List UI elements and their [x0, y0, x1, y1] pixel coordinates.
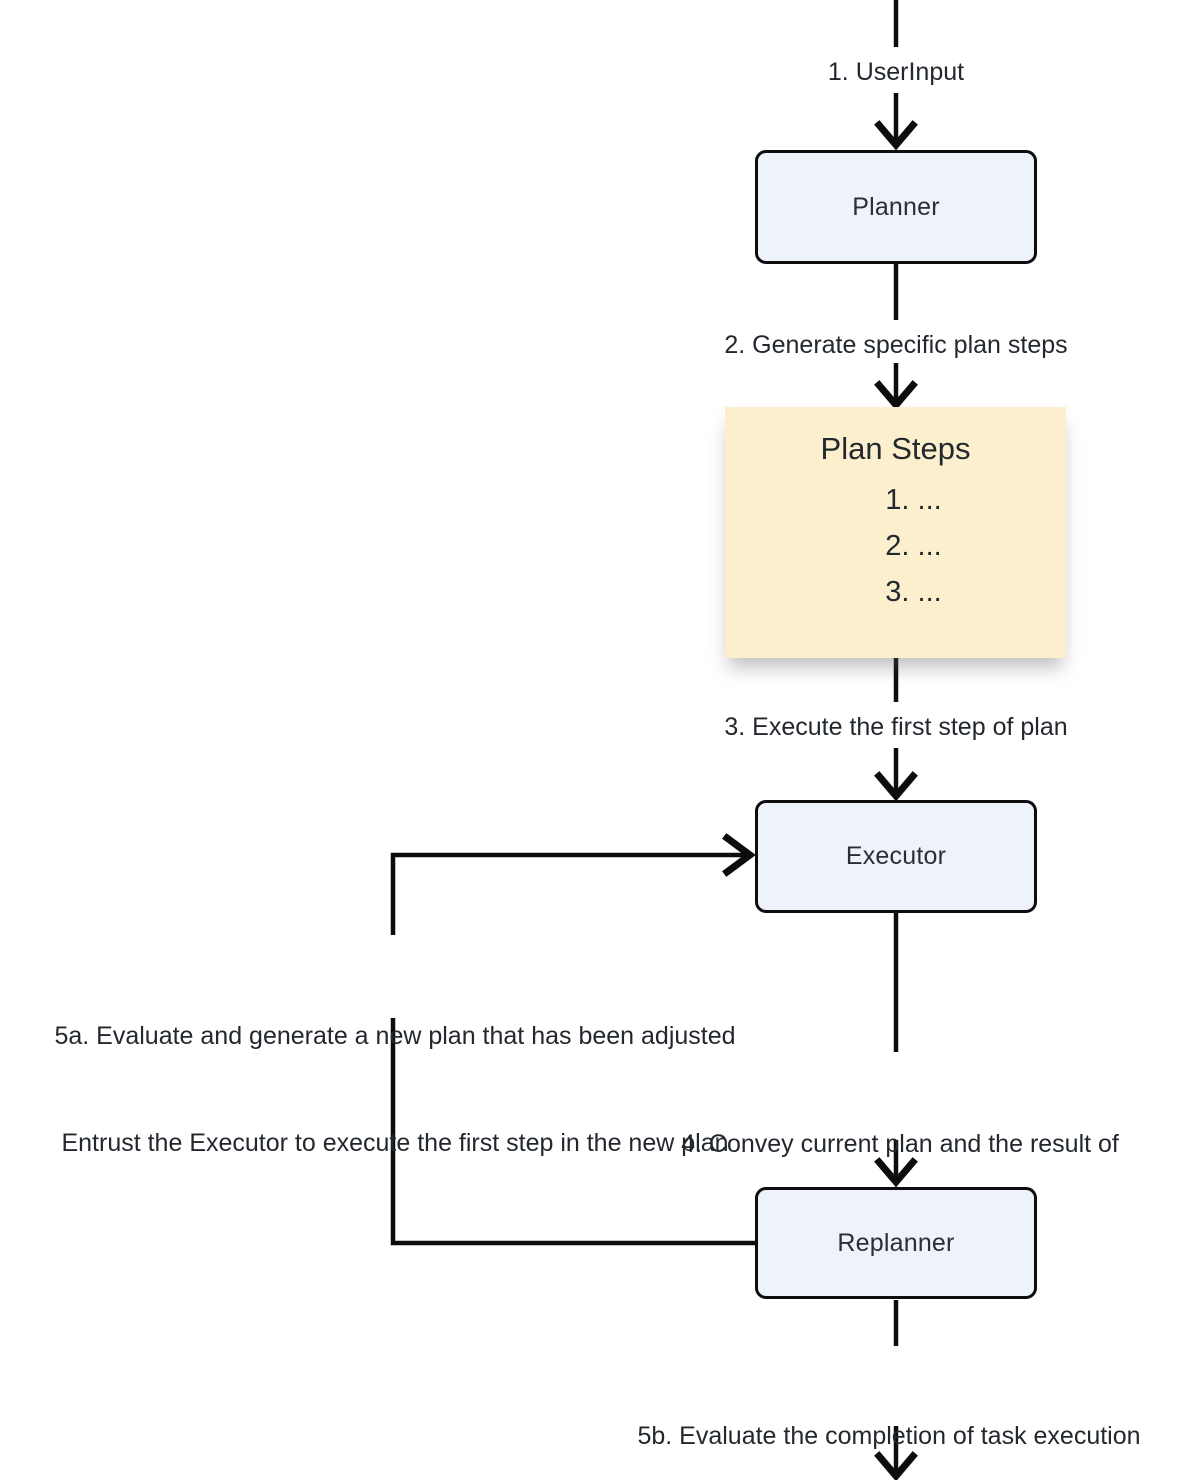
edge-label-execute-first-step: 3. Execute the first step of plan	[724, 713, 1068, 741]
edge-label-replan-loop-line1: 5a. Evaluate and generate a new plan tha…	[54, 1022, 736, 1050]
node-executor[interactable]: Executor	[755, 800, 1037, 913]
wire-replanner-loop-upper	[390, 852, 745, 935]
edge-label-finish-line1: 5b. Evaluate the completion of task exec…	[637, 1422, 1141, 1450]
plan-steps-title: Plan Steps	[820, 431, 971, 466]
edge-label-replan-loop-line2: Entrust the Executor to execute the firs…	[61, 1128, 729, 1157]
arrowhead-into-plansteps	[874, 380, 918, 411]
arrowhead-into-executor-top	[874, 771, 918, 802]
node-planner-label: Planner	[852, 192, 940, 221]
plan-step-item: 3. ...	[885, 575, 942, 608]
edge-label-convey-result-line1: 4. Convey current plan and the result of	[681, 1130, 1119, 1158]
plan-step-item: 1. ...	[885, 484, 942, 516]
node-replanner[interactable]: Replanner	[755, 1187, 1037, 1299]
node-executor-label: Executor	[845, 842, 947, 870]
node-replanner-label: Replanner	[837, 1228, 955, 1257]
arrowhead-into-executor-left	[722, 833, 756, 877]
edge-label-user-input: 1. UserInput	[827, 58, 965, 86]
edge-label-replan-loop: 5a. Evaluate and generate a new plan tha…	[0, 948, 790, 1232]
edge-label-finish: 5b. Evaluate the completion of task exec…	[586, 1348, 1192, 1480]
node-plan-steps[interactable]: Plan Steps 1. ... 2. ... 3. ...	[725, 407, 1066, 658]
node-planner[interactable]: Planner	[755, 150, 1037, 264]
arrowhead-into-planner	[874, 120, 918, 151]
plan-step-item: 2. ...	[885, 529, 942, 562]
edge-label-generate-plan: 2. Generate specific plan steps	[724, 331, 1068, 359]
plan-steps-list: 1. ... 2. ... 3. ...	[885, 478, 941, 615]
